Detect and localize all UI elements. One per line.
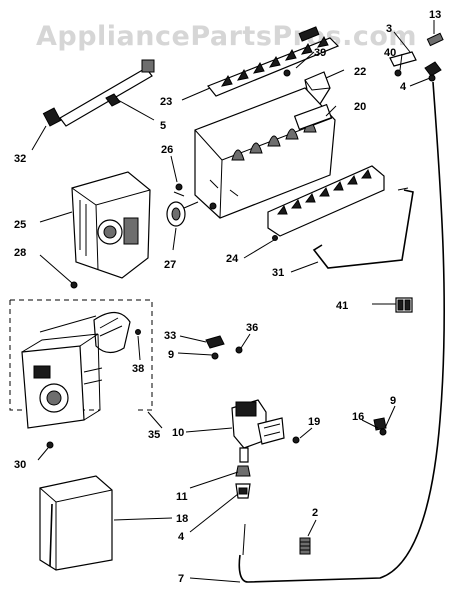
label-33: 33 <box>164 330 176 342</box>
label-40: 40 <box>384 47 396 59</box>
label-4-bottom: 4 <box>178 531 185 543</box>
screw-26 <box>173 183 185 197</box>
ejector-blade-assembly <box>207 26 340 97</box>
fitting-11 <box>235 465 251 477</box>
label-36: 36 <box>246 322 258 334</box>
label-3: 3 <box>386 23 392 35</box>
clip-41 <box>395 297 413 313</box>
screw-30 <box>46 441 54 449</box>
label-27: 27 <box>164 259 176 271</box>
screw-28 <box>70 281 78 289</box>
label-28: 28 <box>14 247 26 259</box>
label-19: 19 <box>308 416 320 428</box>
label-13: 13 <box>429 9 441 21</box>
label-24: 24 <box>226 253 239 265</box>
label-7: 7 <box>178 573 184 585</box>
water-valve-10 <box>231 399 285 463</box>
label-41: 41 <box>336 300 348 312</box>
screw-19 <box>292 436 300 444</box>
label-30: 30 <box>14 459 26 471</box>
screw-39 <box>283 69 291 77</box>
cover-18 <box>39 475 113 571</box>
fill-tube-fittings <box>389 32 444 82</box>
label-22: 22 <box>354 66 366 78</box>
label-9-left: 9 <box>168 349 174 361</box>
label-10: 10 <box>172 427 184 439</box>
ice-mold-20 <box>194 87 336 219</box>
label-18: 18 <box>176 513 188 525</box>
insert-2 <box>299 537 311 555</box>
wiring-harness-32 <box>42 59 155 127</box>
water-line-7 <box>238 81 446 583</box>
fitting-4 <box>235 483 251 499</box>
part-labels: 13 3 40 39 22 4 23 20 5 32 26 25 24 28 2… <box>14 9 441 585</box>
label-16: 16 <box>352 411 364 423</box>
stripper-24 <box>267 165 385 241</box>
label-26: 26 <box>161 144 173 156</box>
label-39: 39 <box>314 47 326 59</box>
label-35: 35 <box>148 429 160 441</box>
drive-motor-27 <box>166 201 199 227</box>
label-25: 25 <box>14 219 26 231</box>
label-31: 31 <box>272 267 284 279</box>
label-20: 20 <box>354 101 366 113</box>
label-5: 5 <box>160 120 166 132</box>
label-11: 11 <box>176 491 188 503</box>
control-module-group-35 <box>9 299 153 429</box>
label-2: 2 <box>312 507 318 519</box>
bracket-33 <box>205 335 243 360</box>
label-4-top: 4 <box>400 81 407 93</box>
leader-lines <box>31 20 435 583</box>
watermark: AppliancePartsPros.com <box>36 21 417 52</box>
label-38: 38 <box>132 363 144 375</box>
shutoff-arm-31 <box>312 187 414 269</box>
label-23: 23 <box>160 96 172 108</box>
control-housing-25 <box>71 171 151 279</box>
label-9-right: 9 <box>390 395 396 407</box>
label-32: 32 <box>14 153 26 165</box>
